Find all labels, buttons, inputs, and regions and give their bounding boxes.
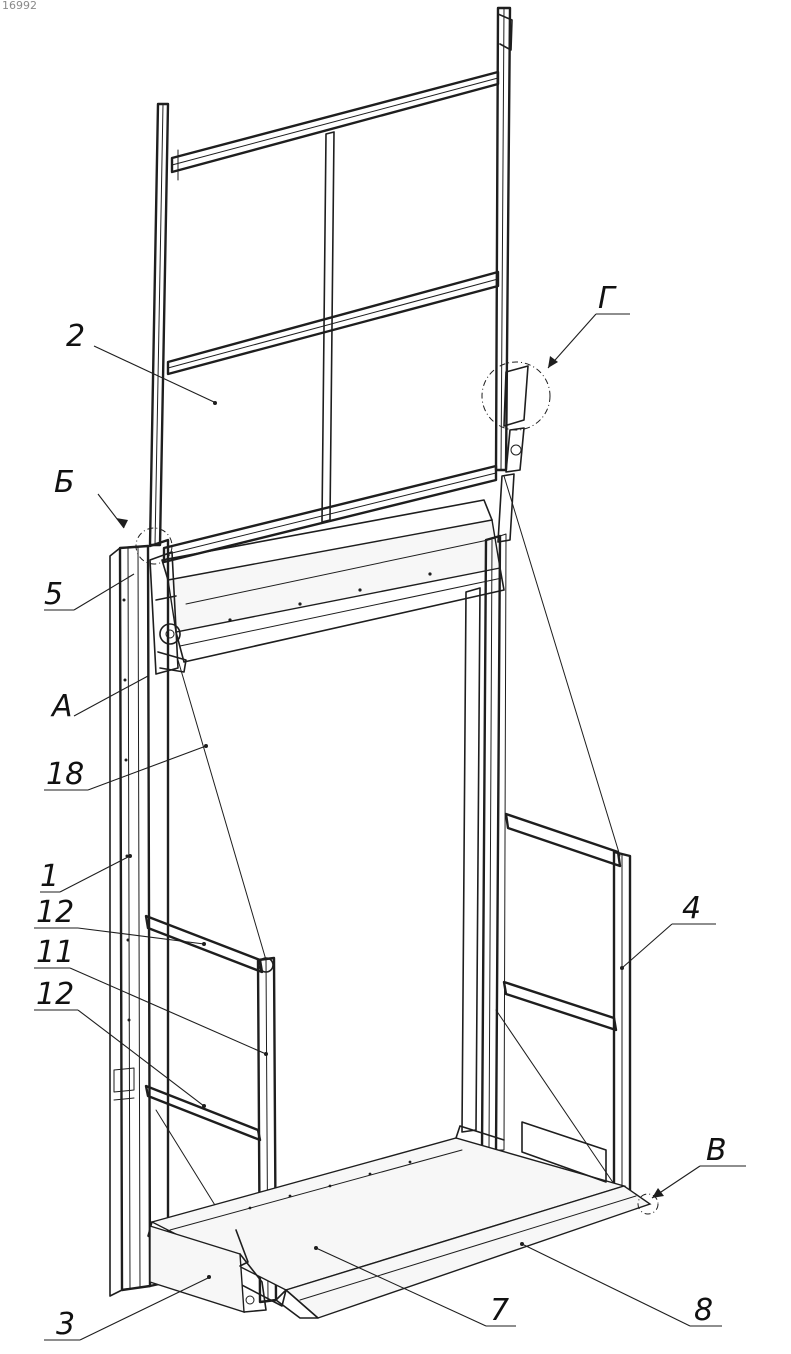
left-column-rail [110,540,168,1296]
leader-8 [522,1244,690,1326]
callout-platform: 7 [490,1293,509,1328]
top-beam-housing [162,500,504,662]
leader-g [548,314,596,368]
callout-bracket-upper: 12 [36,895,74,930]
detail-circle-g [482,362,550,430]
right-column [462,534,506,1150]
leader-dot-12-lower [202,1104,206,1108]
leader-dot-12-upper [202,942,206,946]
right-handrail [504,814,630,1196]
arrowhead-v [652,1188,664,1198]
latch-mechanism-g [498,366,528,542]
leader-dot-18 [204,744,208,748]
callout-right-handrail: 4 [682,891,701,926]
door-frame [150,8,512,562]
leader-dot-1 [128,854,132,858]
callout-side-plate: 3 [56,1307,75,1342]
callout-rail: 1 [40,859,59,894]
leader-5 [74,574,134,610]
leader-dot-4 [620,966,624,970]
callout-detail-a: А [50,689,73,724]
callout-ramp: 8 [694,1293,713,1328]
callout-part-5: 5 [44,577,63,612]
leader-a [74,676,148,716]
callout-door: 2 [66,319,85,354]
leader-18 [88,746,206,790]
leader-12-lower [78,1010,204,1106]
callout-detail-b: Б [54,465,75,500]
arrowhead-b [116,518,128,528]
callout-detail-g: Г [598,281,617,316]
leader-1 [60,856,130,892]
callout-bracket-lower: 12 [36,977,74,1012]
leader-dot-11 [264,1052,268,1056]
callout-detail-v: В [706,1133,727,1168]
callout-handrail: 11 [36,935,74,970]
document-id-stamp: 16992 [2,0,37,12]
callout-cable: 18 [46,757,84,792]
